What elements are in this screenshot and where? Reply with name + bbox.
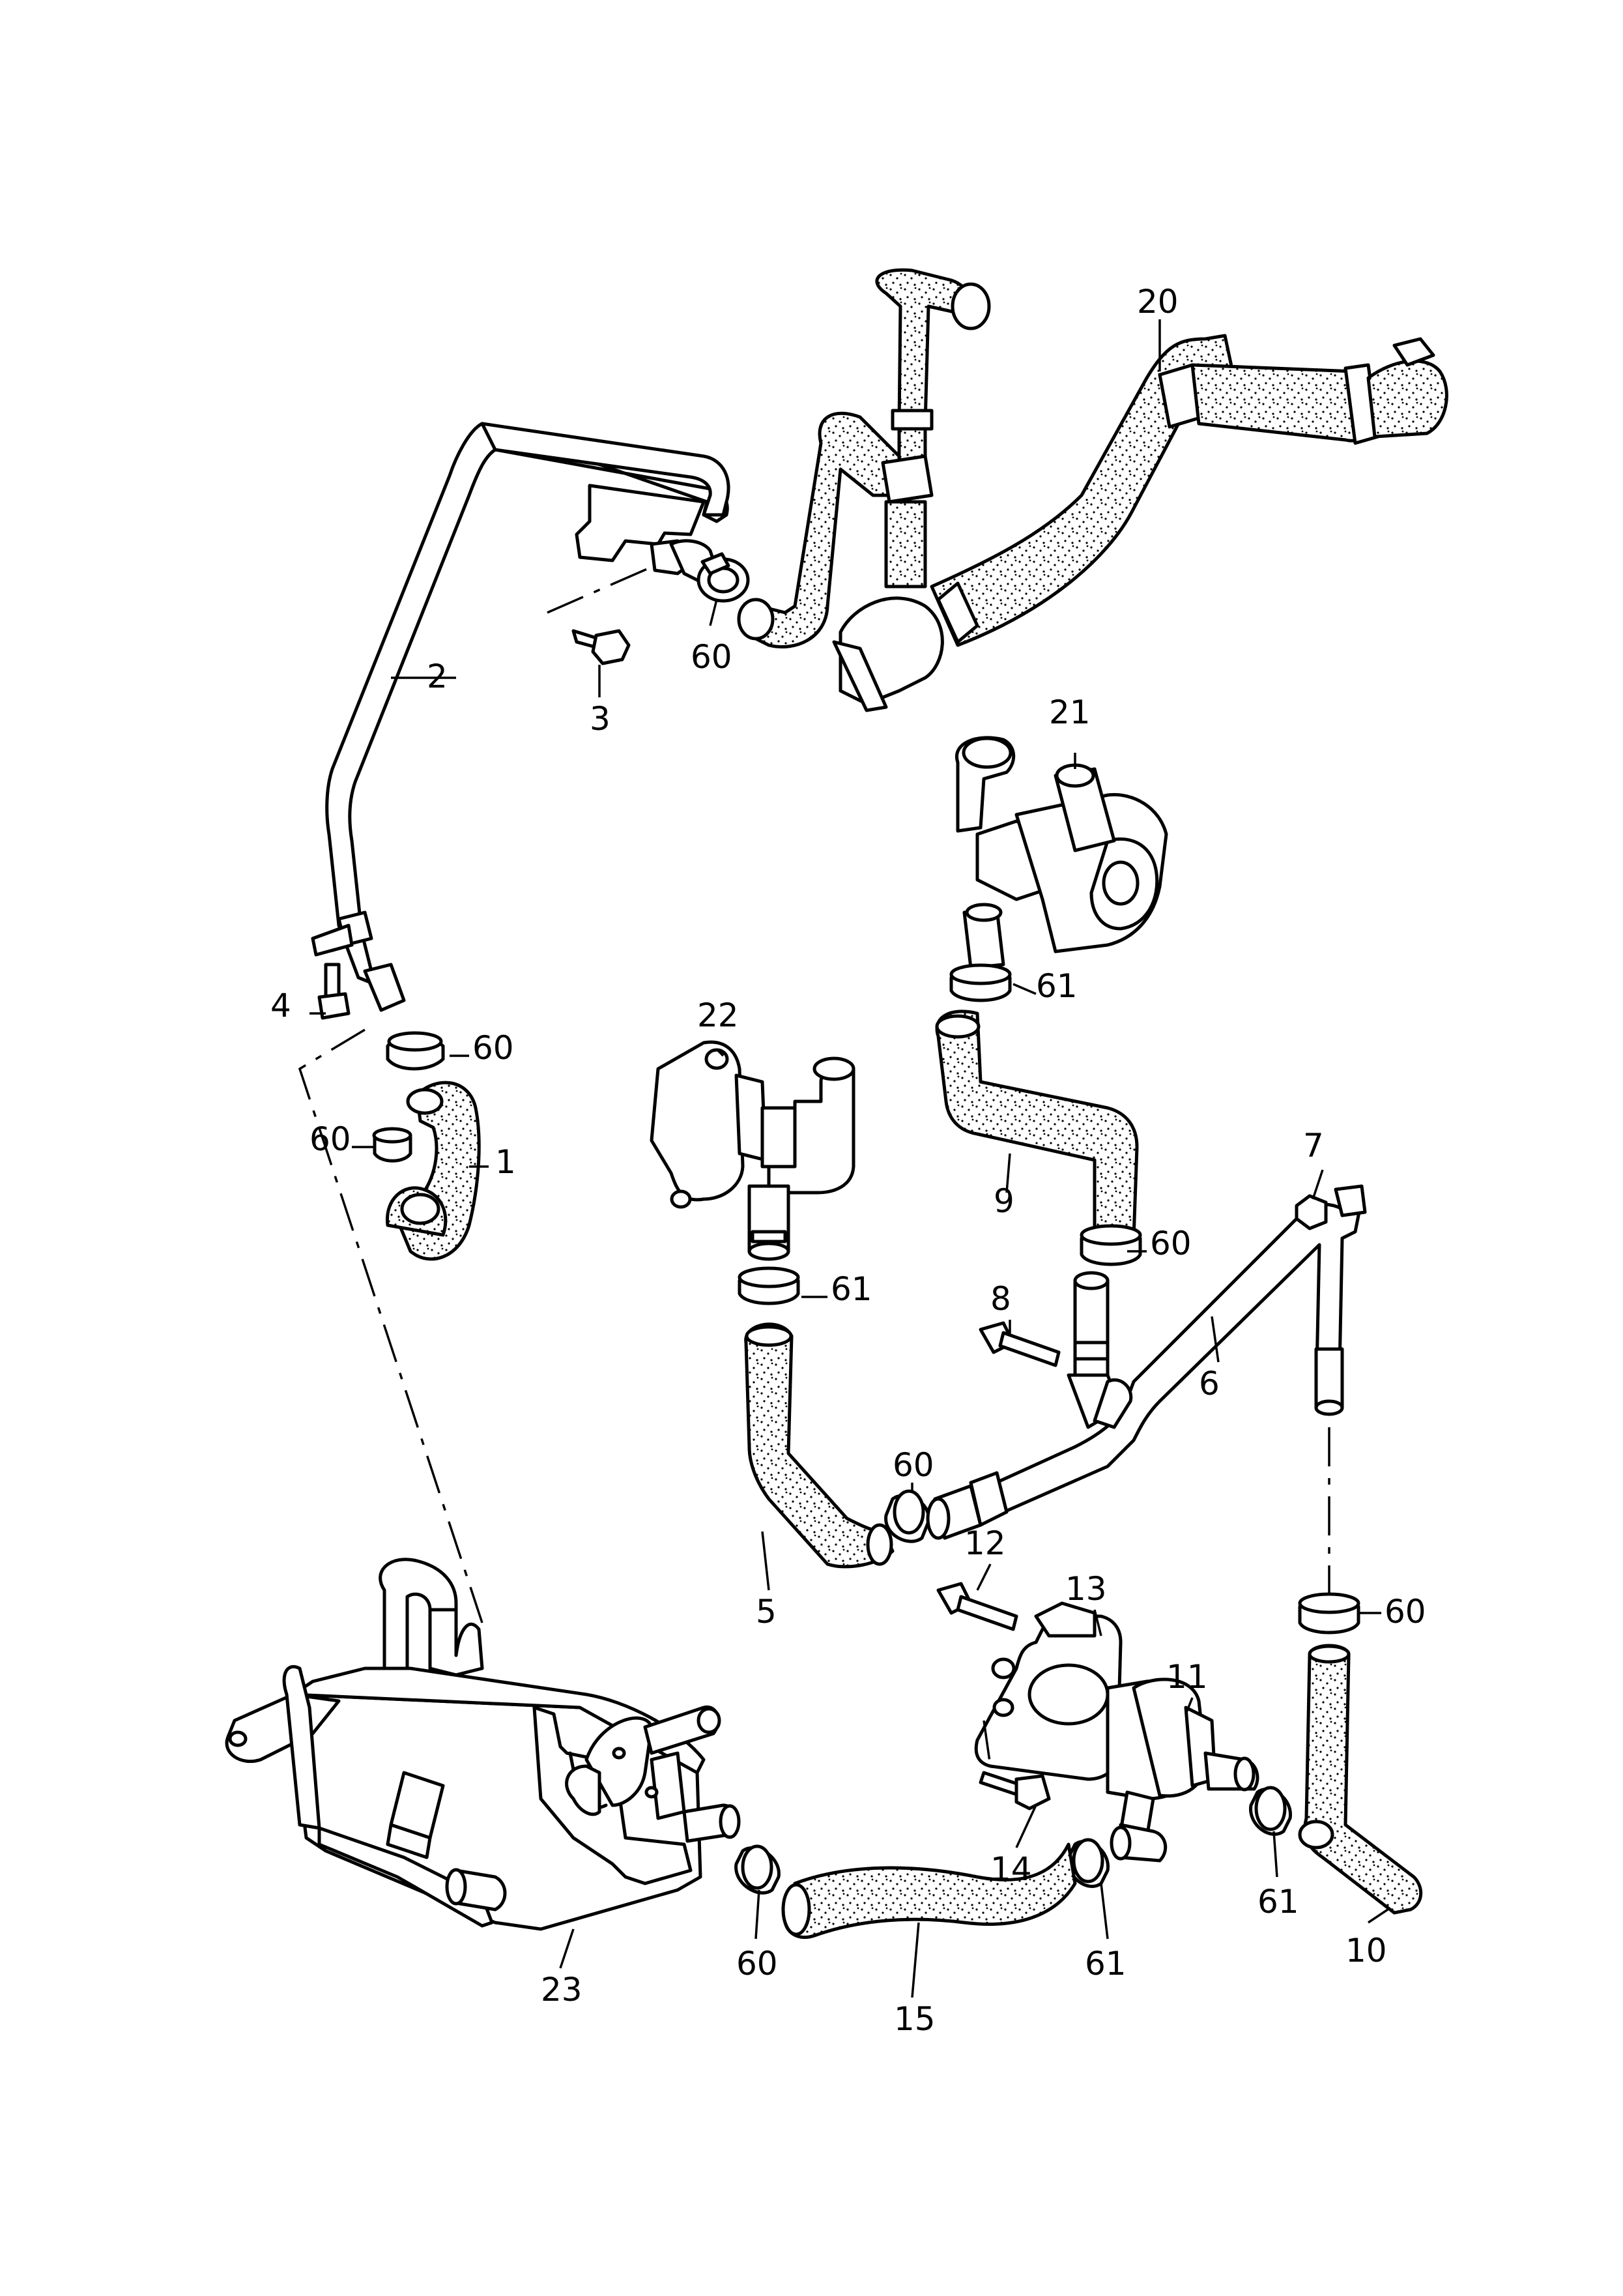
clamp-61-b [738, 1266, 800, 1305]
hose-9 [935, 1010, 1139, 1240]
hose-10 [1298, 1644, 1423, 1915]
callout-61d: 61 [1085, 1945, 1127, 1983]
clamp-60-right [1298, 1592, 1360, 1635]
callout-1: 1 [495, 1143, 516, 1181]
callout-labels: 20 2 3 60 4 60 1 60 21 61 22 9 60 7 8 61… [270, 283, 1426, 2038]
bolt-14 [979, 1720, 1051, 1810]
callout-11: 11 [1166, 1658, 1208, 1696]
callout-60d: 60 [1150, 1225, 1192, 1262]
callout-60a: 60 [691, 638, 732, 676]
bolt-8 [979, 1321, 1061, 1367]
callout-60c: 60 [309, 1120, 351, 1158]
clamp-61-d [1249, 1786, 1292, 1836]
pump-11 [974, 1601, 1259, 1863]
callout-13: 13 [1065, 1570, 1107, 1608]
callout-4: 4 [270, 987, 291, 1024]
clamp-61-a [949, 963, 1012, 1002]
callout-60f: 60 [1385, 1593, 1426, 1631]
hose-15 [781, 1842, 1077, 1940]
bolt-4 [317, 963, 351, 1020]
callout-7: 7 [1303, 1127, 1324, 1165]
callout-60b: 60 [472, 1029, 514, 1067]
pipe-6 [926, 1184, 1367, 1540]
callout-2: 2 [427, 658, 448, 695]
clamp-60-5 [884, 1489, 930, 1543]
callout-21: 21 [1049, 693, 1091, 731]
callout-14: 14 [990, 1850, 1032, 1888]
pipe-2 [311, 422, 730, 1012]
hose-5 [744, 1322, 895, 1569]
bolt-12 [936, 1582, 1018, 1631]
callout-61c: 61 [1257, 1883, 1299, 1921]
callout-6: 6 [1199, 1365, 1220, 1402]
bolt-3 [547, 566, 652, 665]
callout-10: 10 [1345, 1932, 1387, 1969]
nut-7 [1295, 1194, 1328, 1230]
callout-20: 20 [1137, 283, 1179, 321]
hose-assembly-20 [737, 268, 1448, 712]
callout-61a: 61 [1036, 967, 1078, 1005]
callout-8: 8 [990, 1280, 1011, 1318]
callout-15: 15 [894, 2000, 936, 2038]
callout-9: 9 [994, 1182, 1014, 1220]
clamp-60-23 [734, 1844, 781, 1895]
callout-60e: 60 [893, 1446, 934, 1484]
cooler-23 [225, 1558, 741, 1931]
callout-23: 23 [541, 1971, 582, 2009]
callout-60g: 60 [736, 1945, 778, 1983]
hose-1 [298, 1028, 483, 1623]
valve-21 [955, 736, 1168, 970]
callout-61b: 61 [831, 1270, 872, 1308]
callout-12: 12 [964, 1524, 1006, 1562]
callout-22: 22 [697, 996, 739, 1034]
clamp-60-9 [1080, 1224, 1142, 1266]
callout-3: 3 [590, 700, 610, 738]
callout-5: 5 [756, 1593, 777, 1631]
valve-22 [650, 1040, 855, 1261]
leader-lines [309, 319, 1388, 1998]
clamp-60-top [697, 552, 750, 603]
